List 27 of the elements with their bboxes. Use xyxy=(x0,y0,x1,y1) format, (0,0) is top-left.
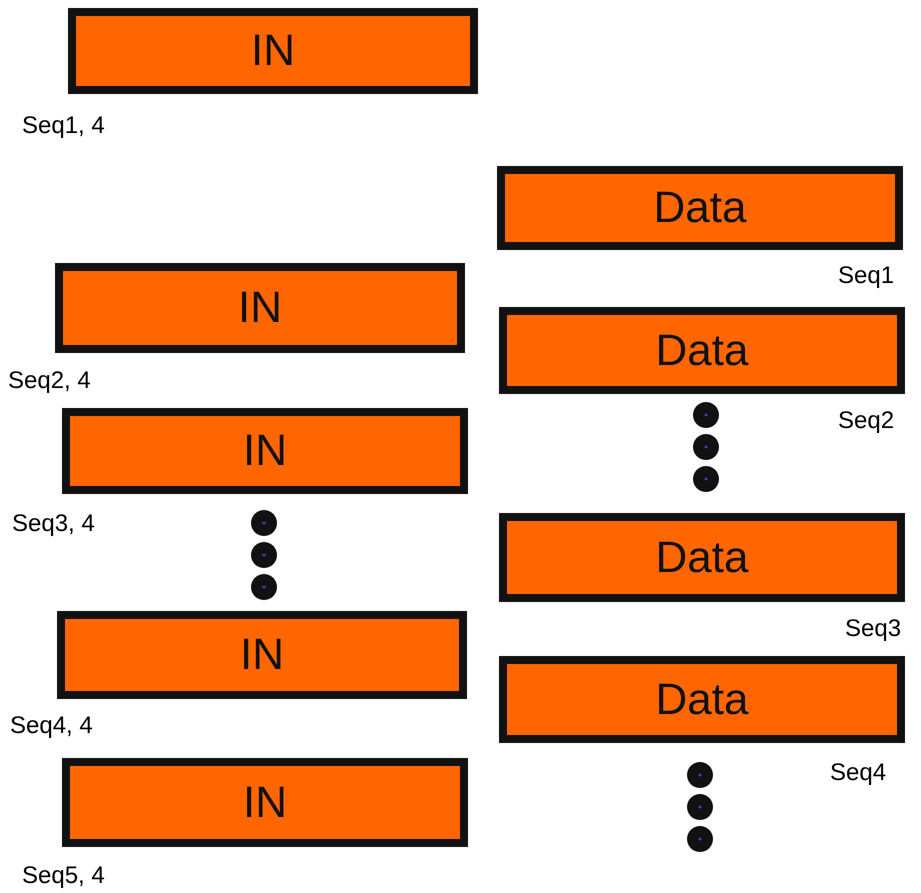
sequence-caption: Seq4, 4 xyxy=(10,714,93,738)
process-box xyxy=(62,408,468,494)
box-label: IN xyxy=(240,633,284,677)
sequence-caption: Seq1, 4 xyxy=(22,114,105,138)
process-box xyxy=(55,263,465,353)
sequence-caption: Seq3 xyxy=(845,617,902,641)
process-box xyxy=(499,307,905,394)
process-box xyxy=(57,611,467,699)
process-box xyxy=(499,513,905,602)
process-box xyxy=(62,758,468,847)
box-label: Data xyxy=(656,536,748,580)
sequence-caption: Seq1 xyxy=(838,264,894,288)
sequence-caption: Seq3, 4 xyxy=(12,512,95,536)
box-label: IN xyxy=(243,780,287,824)
sequence-caption: Seq5, 4 xyxy=(22,864,105,888)
sequence-caption: Seq4 xyxy=(830,761,886,785)
process-box xyxy=(68,8,478,94)
sequence-caption: Seq2 xyxy=(838,409,894,433)
box-label: Data xyxy=(656,328,748,372)
box-label: IN xyxy=(251,29,295,73)
box-label: Data xyxy=(656,678,748,722)
box-label: IN xyxy=(238,286,282,330)
process-box xyxy=(497,166,903,250)
process-box xyxy=(499,656,905,743)
box-label: Data xyxy=(654,186,746,230)
box-label: IN xyxy=(243,429,287,473)
sequence-caption: Seq2, 4 xyxy=(8,369,91,393)
